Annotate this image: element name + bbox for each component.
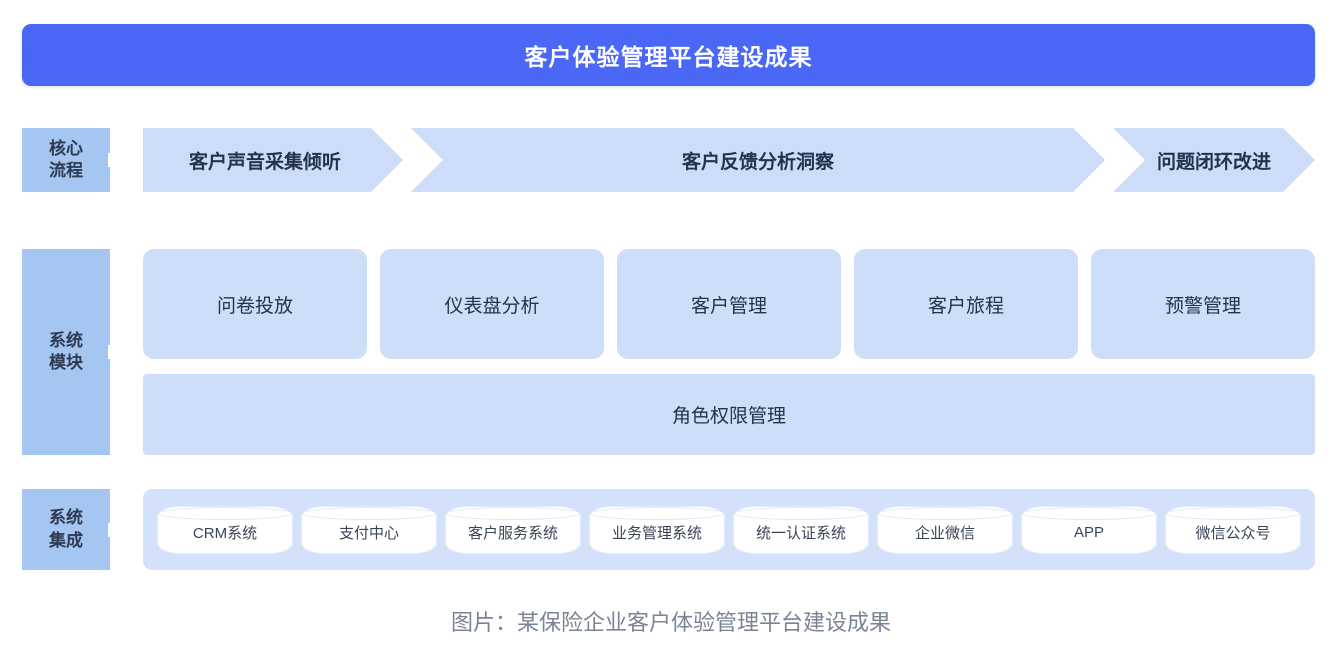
core-flow-steps: 客户声音采集倾听 客户反馈分析洞察 问题闭环改进 (143, 128, 1315, 192)
database-icon[interactable]: 支付中心 (301, 505, 437, 554)
system-integration-label-line1: 系统 (49, 508, 83, 528)
core-flow-label-line1: 核心 (49, 138, 83, 158)
arrow-right-icon (108, 513, 140, 547)
integration-system-label: 企业微信 (914, 524, 975, 542)
module-wide-bar[interactable]: 角色权限管理 (143, 374, 1315, 455)
flow-step-3-label: 问题闭环改进 (1156, 151, 1271, 173)
module-card[interactable]: 客户旅程 (854, 249, 1078, 359)
page-title: 客户体验管理平台建设成果 (524, 44, 813, 70)
database-icon[interactable]: 业务管理系统 (589, 505, 725, 554)
module-wide-bar-label: 角色权限管理 (671, 406, 786, 427)
figure-caption: 图片：某保险企业客户体验管理平台建设成果 (450, 610, 891, 635)
integration-system-label: CRM系统 (192, 524, 258, 542)
module-card-label: 客户旅程 (927, 295, 1004, 317)
core-flow-label-line2: 流程 (49, 161, 83, 180)
page-title-banner: 客户体验管理平台建设成果 (22, 24, 1315, 86)
integration-system-label: 统一认证系统 (755, 524, 846, 542)
database-icon[interactable]: 企业微信 (877, 505, 1013, 554)
module-card[interactable]: 仪表盘分析 (380, 249, 604, 359)
flow-step-1-label: 客户声音采集倾听 (188, 151, 341, 173)
module-card-label: 问卷投放 (216, 295, 293, 317)
module-card[interactable]: 客户管理 (617, 249, 841, 359)
integration-system-label: 客户服务系统 (467, 524, 558, 542)
flow-step-3[interactable]: 问题闭环改进 (1113, 128, 1315, 192)
module-card-label: 客户管理 (690, 295, 767, 317)
system-modules-row: 系统 模块 问卷投放 仪表盘分析 客户管理 客户旅程 (0, 249, 1342, 455)
system-modules-label-line1: 系统 (49, 330, 83, 350)
integration-system-label: APP (1073, 523, 1104, 541)
flow-step-2[interactable]: 客户反馈分析洞察 (411, 128, 1105, 192)
database-icon[interactable]: CRM系统 (157, 505, 293, 554)
arrow-right-icon (108, 335, 140, 369)
database-icon[interactable]: APP (1021, 505, 1157, 554)
integration-system-label: 微信公众号 (1195, 524, 1271, 542)
database-icon[interactable]: 统一认证系统 (733, 505, 869, 554)
arrow-right-icon (108, 143, 140, 177)
database-icon[interactable]: 客户服务系统 (445, 505, 581, 554)
system-modules-label: 系统 模块 (22, 249, 110, 455)
system-modules-area: 问卷投放 仪表盘分析 客户管理 客户旅程 预警管理 角色权限管理 (143, 249, 1315, 455)
module-card-label: 仪表盘分析 (444, 295, 540, 317)
module-card-list: 问卷投放 仪表盘分析 客户管理 客户旅程 预警管理 (143, 249, 1315, 359)
module-card[interactable]: 问卷投放 (143, 249, 367, 359)
system-modules-label-line2: 模块 (49, 353, 83, 372)
system-integration-label-line2: 集成 (49, 530, 83, 550)
module-card[interactable]: 预警管理 (1091, 249, 1315, 359)
system-integration-label: 系统 集成 (22, 489, 110, 570)
module-card-label: 预警管理 (1164, 295, 1241, 317)
flow-step-2-label: 客户反馈分析洞察 (681, 151, 834, 173)
flow-step-1[interactable]: 客户声音采集倾听 (143, 128, 403, 192)
core-flow-label: 核心 流程 (22, 128, 110, 192)
system-integration-row: 系统 集成 CRM系统 支付中心 客户服务系统 业务管理系统 统一认证系统 (0, 489, 1342, 570)
integration-system-label: 业务管理系统 (611, 524, 702, 542)
integration-system-list: CRM系统 支付中心 客户服务系统 业务管理系统 统一认证系统 企业微信 APP… (143, 489, 1315, 570)
database-icon[interactable]: 微信公众号 (1165, 505, 1301, 554)
integration-system-label: 支付中心 (338, 524, 399, 542)
core-flow-row: 核心 流程 客户声音采集倾听 客户反馈分析洞察 问题闭环改进 (0, 128, 1342, 192)
